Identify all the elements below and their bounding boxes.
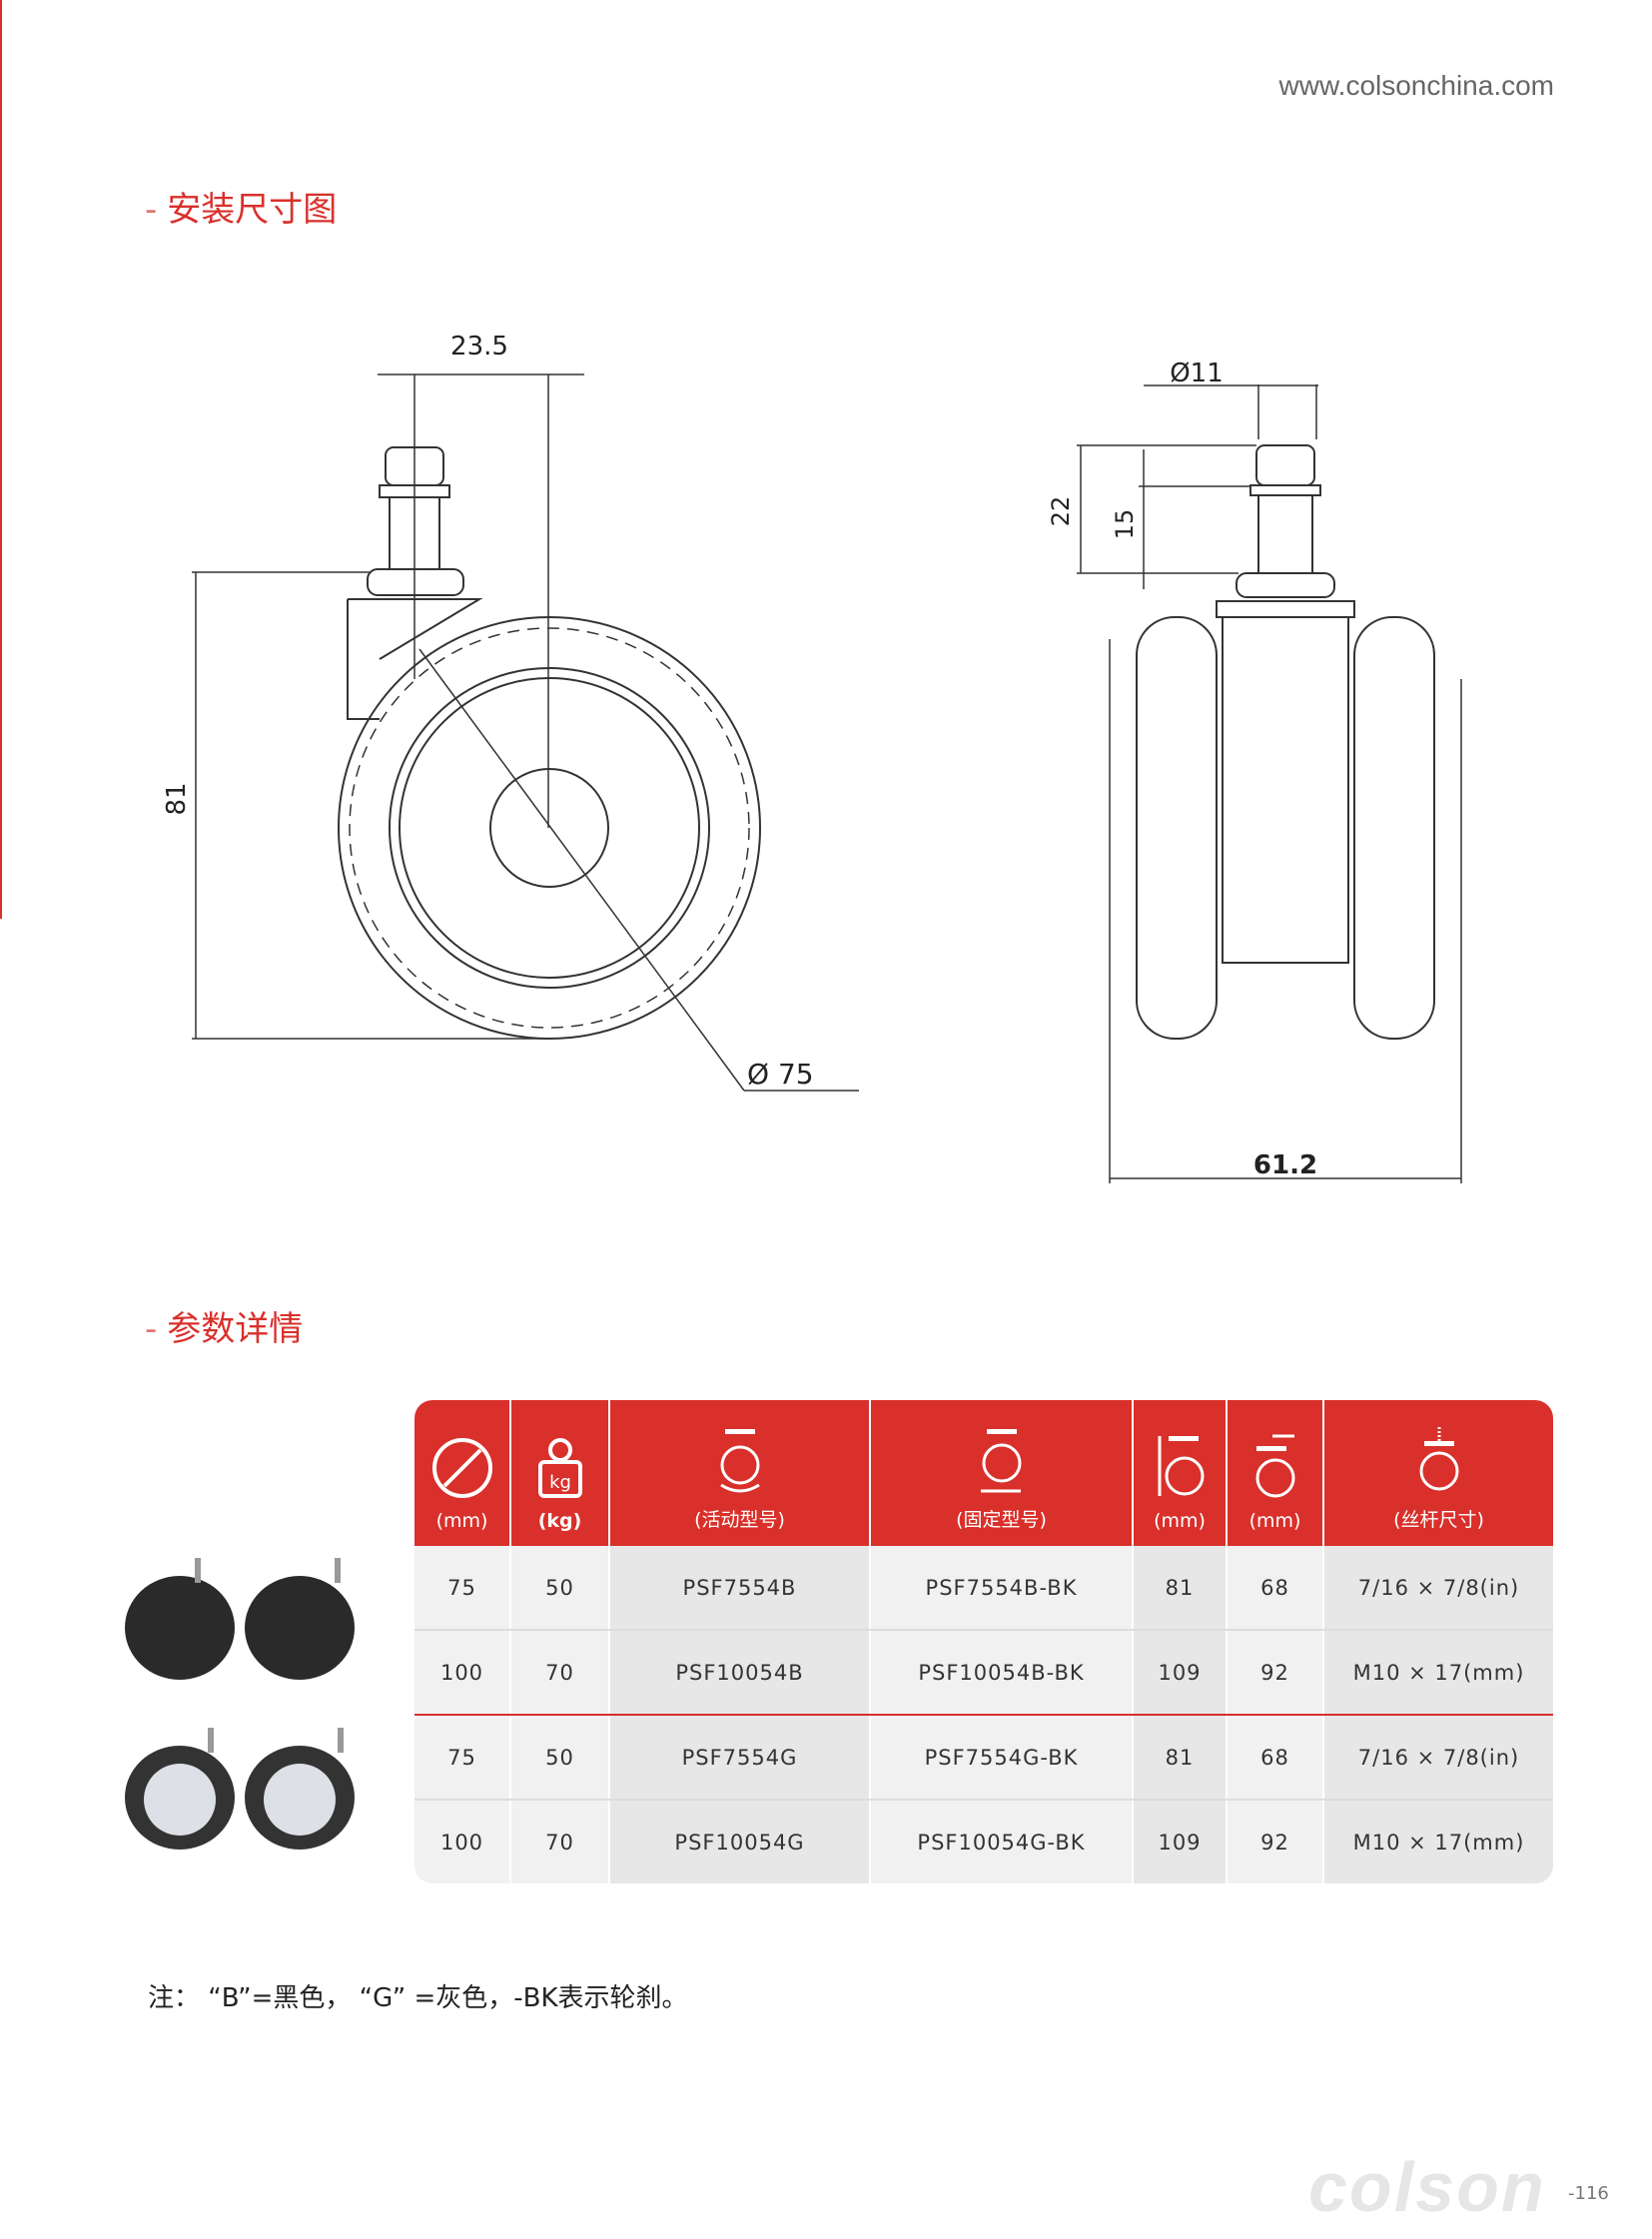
- header-swivel-model: (活动型号): [610, 1400, 871, 1546]
- header-label: (mm): [1154, 1510, 1206, 1532]
- header-label: (kg): [537, 1510, 582, 1532]
- width-dimension: 61.2: [1253, 1150, 1317, 1180]
- cell-fixed-model: PSF7554G-BK: [871, 1716, 1134, 1799]
- header-height: (mm): [1134, 1400, 1228, 1546]
- header-load: kg (kg): [511, 1400, 610, 1546]
- cell-stem: M10 × 17(mm): [1324, 1631, 1553, 1714]
- offset-dimension: 23.5: [450, 332, 508, 362]
- header-wheel-diameter: (mm): [414, 1400, 511, 1546]
- cell-swivel-model: PSF10054B: [610, 1631, 871, 1714]
- cell-load: 50: [511, 1546, 610, 1629]
- section-title-text: 参数详情: [167, 1309, 304, 1349]
- table-header: (mm) kg (kg) (活动型号) (固定型号) (mm) (mm) (丝杆尺…: [414, 1400, 1553, 1546]
- cell-load: 70: [511, 1801, 610, 1883]
- threaded-stem-icon: [1419, 1427, 1458, 1491]
- cell-swivel-model: PSF7554B: [610, 1546, 871, 1629]
- page-number: -116: [1568, 2183, 1609, 2204]
- cell-diameter: 100: [414, 1801, 511, 1883]
- colson-logo: colson: [1308, 2148, 1546, 2226]
- cell-height: 81: [1134, 1546, 1228, 1629]
- section-title-install: -安装尺寸图: [145, 190, 338, 230]
- cell-load: 50: [511, 1716, 610, 1799]
- svg-text:kg: kg: [549, 1472, 571, 1493]
- fixed-caster-icon: [980, 1429, 1021, 1493]
- load-weight-icon: kg: [537, 1438, 582, 1498]
- header-label: (活动型号): [694, 1509, 785, 1531]
- cell-stem: 7/16 × 7/8(in): [1324, 1716, 1553, 1799]
- header-label: (mm): [435, 1510, 488, 1532]
- cell-diameter: 75: [414, 1546, 511, 1629]
- cell-height: 109: [1134, 1631, 1228, 1714]
- stem-total-dimension: 22: [1047, 496, 1075, 527]
- height-dimension: 81: [162, 782, 192, 815]
- cell-height: 81: [1134, 1716, 1228, 1799]
- dimension-drawings: 23.5 81 Ø 75 Ø11 22 15 61.2: [162, 332, 1462, 1183]
- side-view-drawing: [192, 373, 859, 1092]
- footnote: 注： “B”=黑色， “G” =灰色，-BK表示轮刹。: [148, 1983, 688, 2013]
- cell-offset: 92: [1228, 1631, 1324, 1714]
- section-title-params: -参数详情: [145, 1309, 304, 1349]
- black-caster-photo: [120, 1548, 370, 1692]
- cell-fixed-model: PSF10054B-BK: [871, 1631, 1134, 1714]
- swivel-caster-icon: [719, 1429, 760, 1493]
- header-fixed-model: (固定型号): [871, 1400, 1134, 1546]
- cell-fixed-model: PSF10054G-BK: [871, 1801, 1134, 1883]
- wheel-diameter-dimension: Ø 75: [747, 1058, 814, 1091]
- wheel-diameter-icon: [431, 1438, 492, 1498]
- cell-fixed-model: PSF7554B-BK: [871, 1546, 1134, 1629]
- website-url[interactable]: www.colsonchina.com: [1278, 70, 1554, 101]
- parameters-table: (mm) kg (kg) (活动型号) (固定型号) (mm) (mm) (丝杆尺…: [414, 1400, 1553, 1883]
- cell-offset: 68: [1228, 1716, 1324, 1799]
- cell-swivel-model: PSF10054G: [610, 1801, 871, 1883]
- cell-swivel-model: PSF7554G: [610, 1716, 871, 1799]
- header-offset: (mm): [1228, 1400, 1324, 1546]
- overall-height-icon: [1158, 1436, 1205, 1496]
- cell-stem: 7/16 × 7/8(in): [1324, 1546, 1553, 1629]
- gray-caster-photo: [120, 1718, 370, 1862]
- stem-length-dimension: 15: [1111, 509, 1139, 540]
- stem-diameter-dimension: Ø11: [1170, 359, 1224, 388]
- offset-icon: [1255, 1434, 1294, 1498]
- front-view-drawing: [1077, 384, 1462, 1183]
- header-stem-size: (丝杆尺寸): [1324, 1400, 1553, 1546]
- cell-offset: 68: [1228, 1546, 1324, 1629]
- cell-diameter: 75: [414, 1716, 511, 1799]
- header-label: (mm): [1248, 1510, 1301, 1532]
- cell-load: 70: [511, 1631, 610, 1714]
- header-label: (丝杆尺寸): [1393, 1509, 1484, 1531]
- cell-stem: M10 × 17(mm): [1324, 1801, 1553, 1883]
- cell-diameter: 100: [414, 1631, 511, 1714]
- header-label: (固定型号): [956, 1509, 1047, 1531]
- cell-offset: 92: [1228, 1801, 1324, 1883]
- cell-height: 109: [1134, 1801, 1228, 1883]
- section-title-text: 安装尺寸图: [167, 190, 338, 230]
- edge-accent-bar: [0, 0, 2, 919]
